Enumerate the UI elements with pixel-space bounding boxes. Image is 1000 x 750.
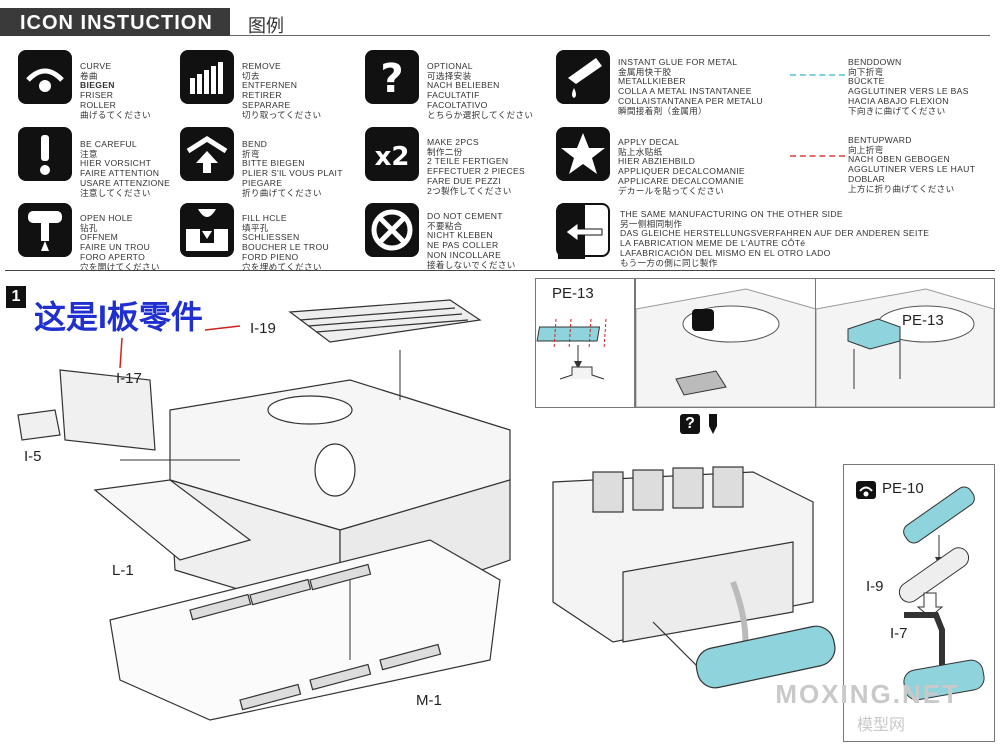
decal-icon: [556, 127, 610, 181]
open-hole-icon: [18, 203, 72, 257]
header-title: ICON INSTUCTION: [20, 12, 213, 34]
careful-icon: [18, 127, 72, 181]
hull-detail-panel-1: [635, 278, 817, 408]
glue-icon: [556, 50, 610, 104]
bend-icon: [180, 127, 234, 181]
fill-hole-icon: [180, 203, 234, 257]
glue-marker-icon: [705, 412, 721, 436]
svg-text:x2: x2: [375, 142, 410, 172]
part-label-i9: I-9: [866, 578, 884, 595]
part-label-i7: I-7: [890, 625, 908, 642]
pe10-label: PE-10: [882, 480, 924, 497]
part-label-i5: I-5: [24, 448, 42, 465]
remove-icon: [180, 50, 234, 104]
part-label-l1: L-1: [112, 562, 134, 579]
optional-icon: ?: [365, 50, 419, 104]
pe13-label-a: PE-13: [552, 285, 594, 302]
annotation-note: 这是I板零件: [34, 299, 203, 335]
legend-text-other-side: THE SAME MANUFACTURING ON THE OTHER SIDE…: [620, 208, 930, 268]
hull-detail-panel-2: [815, 278, 995, 408]
pe10-curve-icon: [856, 481, 876, 499]
svg-text:?: ?: [380, 56, 403, 102]
pe13-detail-panel: [535, 278, 635, 408]
section-divider: [5, 270, 995, 271]
pe10-detail-panel: [843, 464, 995, 742]
watermark-main: MOXING.NET: [775, 679, 960, 709]
step-number: 1: [6, 286, 26, 308]
header-rule: [230, 35, 990, 36]
header-subtitle: 图例: [248, 16, 284, 36]
pe13-label-b: PE-13: [902, 312, 944, 329]
bend-down-line: [790, 74, 845, 76]
rear-hull-drawing: [552, 466, 836, 689]
watermark-sub: 模型网: [856, 717, 905, 734]
bend-up-line: [790, 155, 845, 157]
main-assembly-drawing: [17, 299, 511, 721]
header-bar: [0, 8, 230, 36]
curve-icon: [18, 50, 72, 104]
no-cement-icon: [365, 203, 419, 257]
part-label-m1: M-1: [416, 692, 442, 709]
part-label-i17: I-17: [116, 370, 142, 387]
other-side-icon: [556, 203, 610, 259]
make-two-icon: x2: [365, 127, 419, 181]
optional-marker-icon: ?: [680, 414, 700, 434]
part-label-i19: I-19: [250, 320, 276, 337]
